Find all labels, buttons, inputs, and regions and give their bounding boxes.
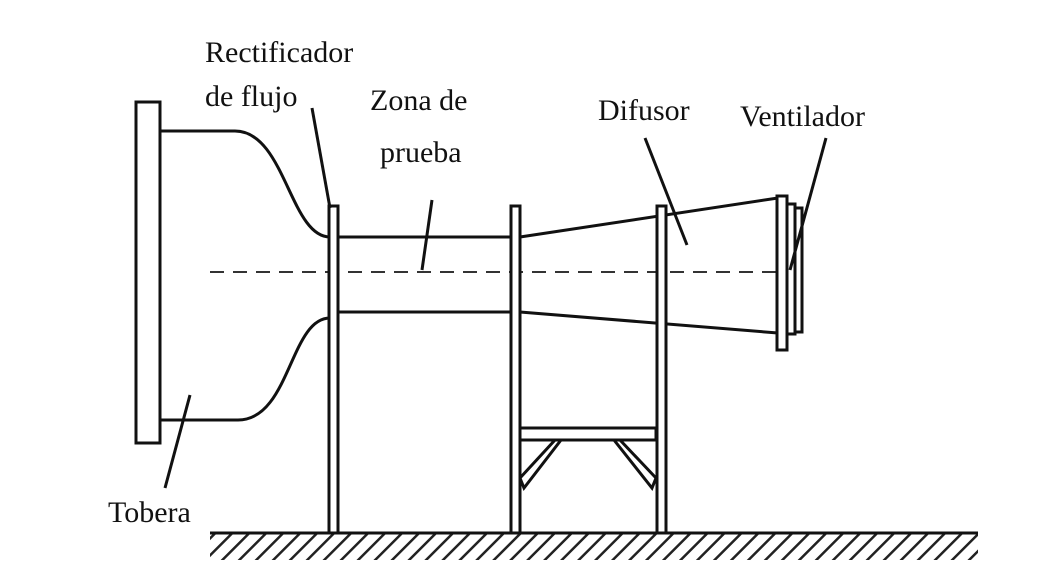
fan — [775, 194, 804, 352]
leader-lines — [163, 107, 828, 489]
label-straightener-line2: de flujo — [205, 80, 297, 113]
label-diffuser: Difusor — [598, 94, 690, 127]
diffuser — [519, 196, 779, 335]
label-nozzle: Tobera — [108, 496, 191, 529]
test-section — [338, 235, 510, 314]
label-fan: Ventilador — [740, 100, 865, 133]
ground — [210, 531, 978, 560]
label-test-section-line1: Zona de — [370, 84, 467, 117]
test-section-post — [509, 204, 522, 535]
diffuser-post — [655, 204, 668, 535]
support-stand — [518, 426, 658, 491]
flow-straightener-post — [327, 204, 340, 535]
nozzle — [134, 100, 331, 445]
label-straightener-line1: Rectificador — [205, 36, 353, 69]
label-test-section-line2: prueba — [380, 136, 462, 169]
